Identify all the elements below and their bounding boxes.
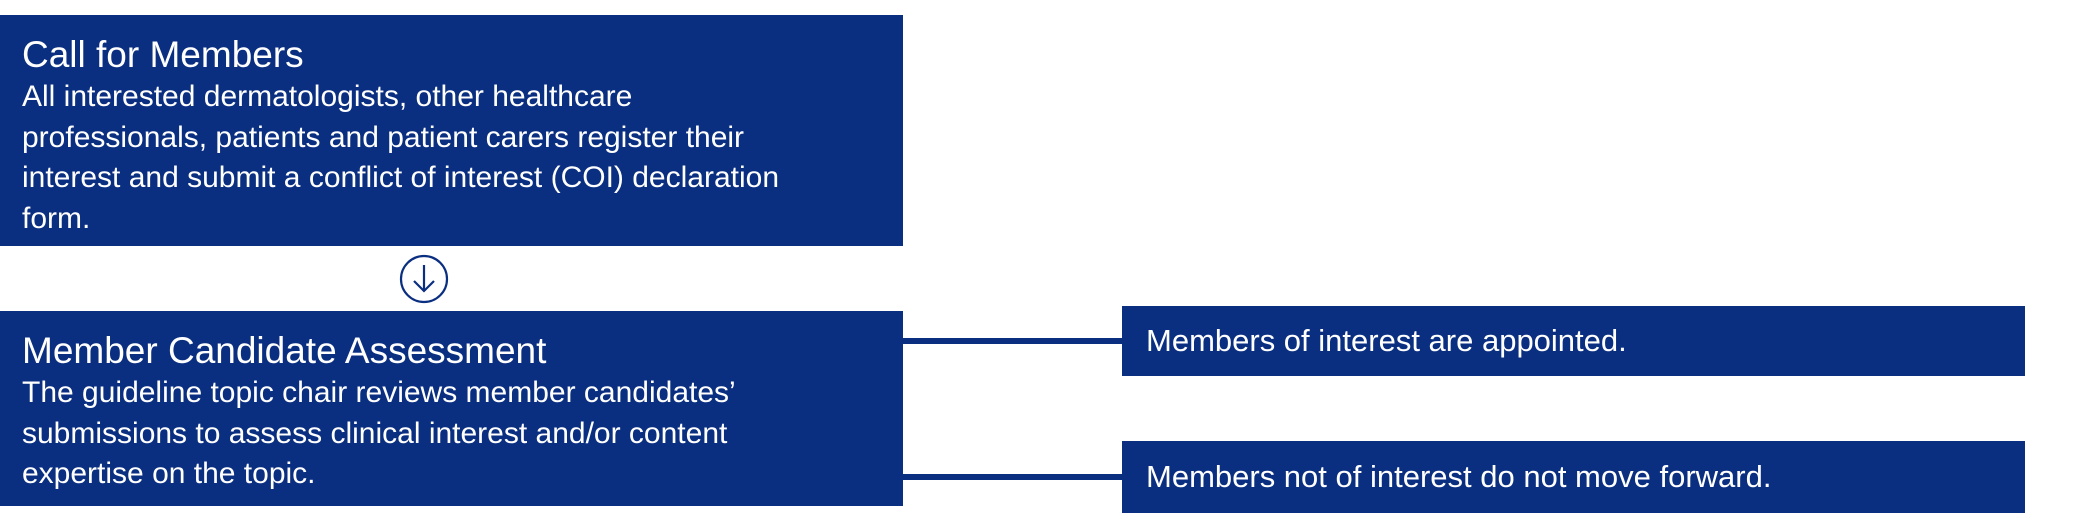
connector-to-not-forward bbox=[903, 474, 1122, 480]
member-candidate-assessment-box: Member Candidate Assessment The guidelin… bbox=[0, 311, 903, 506]
member-candidate-assessment-title: Member Candidate Assessment bbox=[22, 330, 547, 371]
call-for-members-body: All interested dermatologists, other hea… bbox=[22, 80, 780, 235]
member-candidate-assessment-body: The guideline topic chair reviews member… bbox=[22, 376, 735, 490]
outcome-appointed-label: Members of interest are appointed. bbox=[1146, 323, 1627, 358]
arrow-down-circle-icon bbox=[399, 254, 449, 304]
connector-to-appointed bbox=[903, 338, 1122, 344]
call-for-members-title: Call for Members bbox=[22, 34, 304, 75]
call-for-members-box: Call for Members All interested dermatol… bbox=[0, 15, 903, 246]
outcome-appointed-box: Members of interest are appointed. bbox=[1122, 306, 2025, 376]
outcome-not-forward-box: Members not of interest do not move forw… bbox=[1122, 441, 2025, 513]
outcome-not-forward-label: Members not of interest do not move forw… bbox=[1146, 459, 1772, 494]
